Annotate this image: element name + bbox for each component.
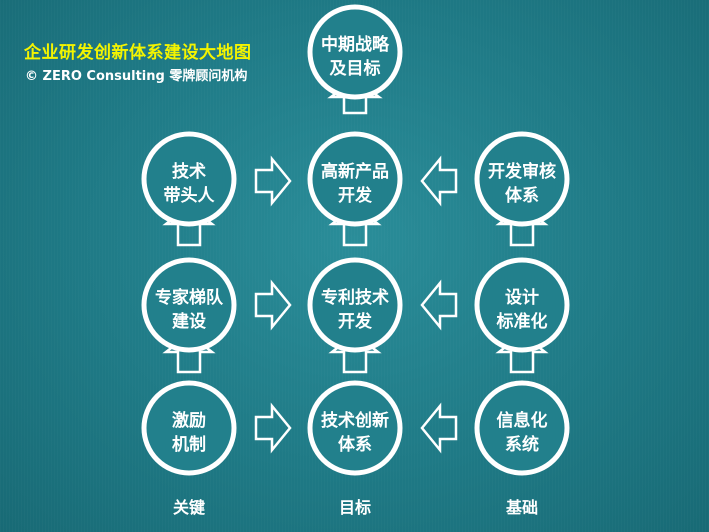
svg-text:中期战略及目标: 中期战略及目标 (321, 34, 390, 79)
node-design-standard: 设计标准化 (474, 257, 570, 353)
node-incentive: 激励机制 (141, 380, 237, 476)
up-arrow-icon (162, 332, 216, 374)
up-arrow-icon (495, 332, 549, 374)
right-arrow-icon (254, 155, 292, 207)
node-dev-review-system: 开发审核体系 (474, 131, 570, 227)
svg-text:技术创新体系: 技术创新体系 (321, 410, 389, 455)
up-arrow-icon (162, 204, 216, 247)
left-arrow-icon (420, 279, 458, 331)
up-arrow-top (327, 77, 383, 115)
svg-text:激励机制: 激励机制 (172, 410, 206, 455)
svg-text:专利技术开发: 专利技术开发 (321, 287, 389, 332)
up-arrow-c3-upper (495, 204, 549, 247)
up-arrow-c3-lower (495, 332, 549, 374)
svg-text:信息化系统: 信息化系统 (497, 410, 548, 455)
node-info-system: 信息化系统 (474, 380, 570, 476)
diagram-title: 企业研发创新体系建设大地图 (24, 43, 252, 63)
node-expert-team: 专家梯队建设 (141, 257, 237, 353)
up-arrow-c1-lower (162, 332, 216, 374)
copyright-subtitle: © ZERO Consulting 零牌顾问机构 (25, 69, 248, 84)
svg-text:技术带头人: 技术带头人 (164, 161, 216, 206)
column-label-goal: 目标 (339, 498, 371, 517)
up-arrow-c2-lower (328, 332, 382, 374)
right-arrow-icon (254, 279, 292, 331)
svg-text:设计标准化: 设计标准化 (497, 287, 548, 332)
node-innovation-system: 技术创新体系 (307, 380, 403, 476)
up-arrow-c1-upper (162, 204, 216, 247)
node-high-tech-product: 高新产品开发 (307, 131, 403, 227)
up-arrow-icon (495, 204, 549, 247)
svg-text:高新产品开发: 高新产品开发 (321, 161, 389, 206)
node-patent-tech: 专利技术开发 (307, 257, 403, 353)
node-tech-leader: 技术带头人 (141, 131, 237, 227)
svg-text:专家梯队建设: 专家梯队建设 (155, 287, 224, 332)
up-arrow-icon (328, 204, 382, 247)
node-mid-term-strategy: 中期战略及目标 (307, 4, 403, 100)
left-arrow-icon (420, 155, 458, 207)
up-arrow-icon (327, 77, 383, 115)
up-arrow-icon (328, 332, 382, 374)
column-label-foundation: 基础 (505, 498, 538, 517)
right-arrow-icon (254, 402, 292, 454)
column-label-key: 关键 (173, 498, 205, 517)
left-arrow-icon (420, 402, 458, 454)
svg-text:开发审核体系: 开发审核体系 (488, 161, 556, 206)
up-arrow-c2-upper (328, 204, 382, 247)
